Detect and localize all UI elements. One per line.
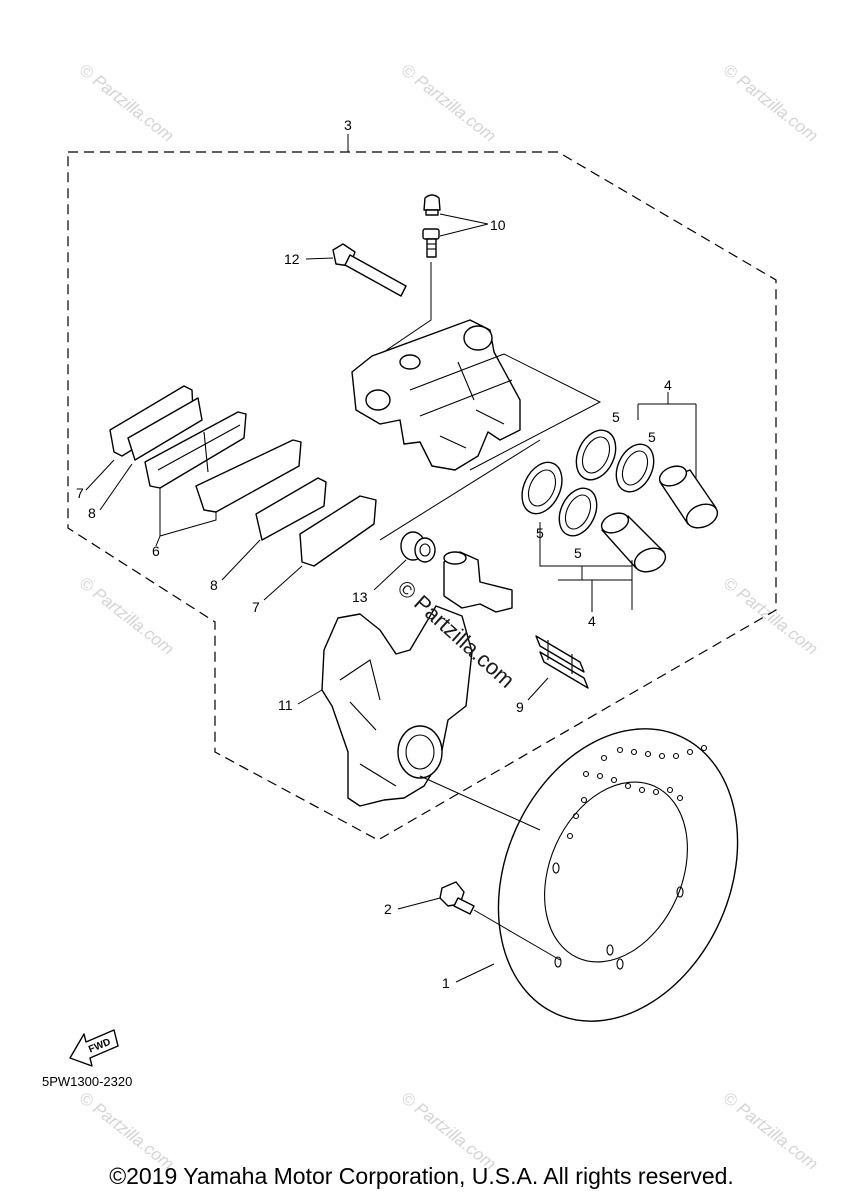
disc-bolt	[439, 881, 475, 915]
callout-12: 12	[284, 251, 300, 267]
callout-8b: 8	[210, 577, 218, 593]
callout-7a: 7	[76, 485, 84, 501]
leader-fitting	[371, 262, 432, 361]
callout-11: 11	[278, 697, 293, 713]
brake-pad	[195, 439, 302, 513]
callout-5a: 5	[612, 409, 620, 425]
callout-6: 6	[152, 543, 160, 559]
callout-13: 13	[352, 589, 368, 605]
leader-6	[155, 488, 217, 547]
callout-4a: 4	[664, 377, 672, 393]
leader-caliper	[469, 353, 602, 471]
leader-bolt-disc	[473, 909, 561, 961]
callout-2: 2	[384, 901, 392, 917]
watermark: © Partzilla.com	[76, 1088, 178, 1174]
callout-5b: 5	[648, 429, 656, 445]
callout-8a: 8	[88, 505, 96, 521]
leader-1	[455, 963, 495, 983]
pad-spring	[535, 635, 589, 689]
seal	[558, 487, 598, 537]
callout-7b: 7	[252, 599, 260, 615]
leader-9	[527, 677, 549, 701]
disc-holes	[552, 744, 708, 970]
leader-13	[373, 559, 407, 591]
seal	[575, 429, 617, 481]
pad-shim	[299, 495, 377, 567]
leader-10	[439, 213, 489, 237]
callout-4b: 4	[588, 613, 596, 629]
callout-9: 9	[516, 699, 524, 715]
watermark: © Partzilla.com	[720, 573, 822, 659]
watermark: © Partzilla.com	[76, 60, 178, 146]
leader-bracket	[379, 439, 541, 541]
brake-pad	[144, 411, 247, 489]
leader-4a	[637, 392, 697, 478]
leader-4b	[539, 522, 633, 612]
callout-10: 10	[490, 217, 506, 233]
watermark: © Partzilla.com	[398, 60, 500, 146]
brake-disc	[497, 728, 739, 1022]
watermark: © Partzilla.com	[720, 1088, 822, 1174]
copyright-notice: ©2019 Yamaha Motor Corporation, U.S.A. A…	[109, 1163, 734, 1189]
leader-2	[397, 897, 441, 910]
leader-7a	[85, 459, 115, 491]
callout-5d: 5	[574, 545, 582, 561]
leader-7b	[263, 565, 303, 601]
diagram-code: 5PW1300-2320	[42, 1074, 133, 1089]
watermark: © Partzilla.com	[720, 60, 822, 146]
leader-disc	[419, 775, 541, 831]
callout-3: 3	[344, 117, 352, 133]
watermark: © Partzilla.com	[76, 573, 178, 659]
piston	[600, 512, 667, 573]
leader-8a	[99, 463, 133, 511]
callout-1: 1	[442, 975, 450, 991]
pad-insulator	[255, 477, 327, 541]
bleed-screw	[422, 194, 441, 258]
rubber-boot	[400, 531, 436, 563]
pad-insulator	[127, 397, 203, 461]
slide-pin-holder	[443, 551, 513, 613]
seal	[615, 443, 655, 493]
leader-12	[305, 257, 334, 260]
seal	[521, 461, 563, 515]
callout-5c: 5	[536, 525, 544, 541]
piston	[658, 465, 719, 529]
leader-8b	[221, 539, 261, 581]
caliper-pin	[332, 243, 407, 297]
fwd-arrow-icon: FWD	[69, 1029, 119, 1067]
caliper-body	[351, 319, 521, 471]
leader-11	[297, 689, 323, 705]
watermark: © Partzilla.com	[398, 1088, 500, 1174]
caliper-bracket	[321, 605, 473, 807]
